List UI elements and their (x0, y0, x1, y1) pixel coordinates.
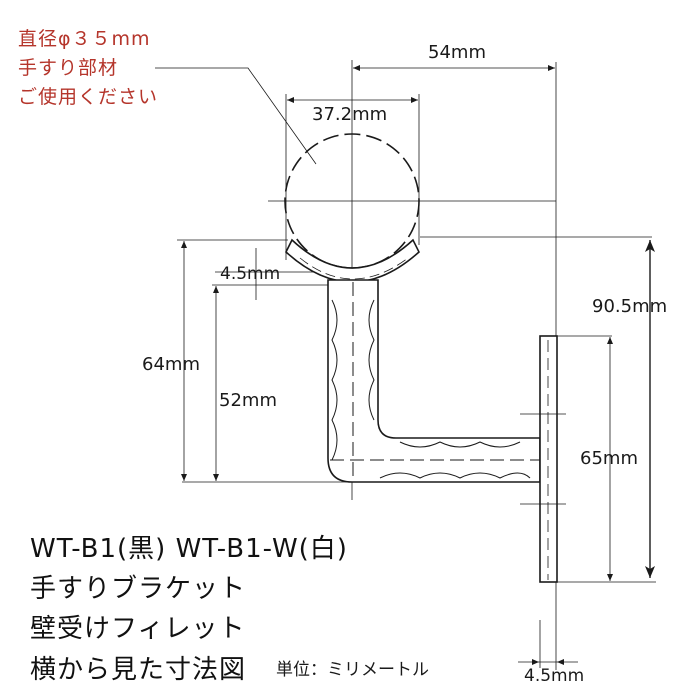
product-subtitle-line: 壁受けフィレット (30, 614, 246, 644)
dim-54-label: 54mm (428, 42, 486, 63)
bracket-arm (327, 279, 541, 483)
model-title: WT-B1(黒) WT-B1-W(白) (30, 534, 348, 564)
dim-90-5-label: 90.5mm (592, 296, 668, 317)
dim-52-label: 52mm (219, 390, 277, 411)
unit-note: 単位：ミリメートル (276, 660, 429, 680)
dim-65-label: 65mm (580, 448, 638, 469)
product-name-line: 手すりブラケット (30, 574, 247, 604)
pipe-diameter-note-line2: 手すり部材 (18, 57, 119, 79)
dim-4-5-gap-label: 4.5mm (220, 264, 281, 284)
dim-64-label: 64mm (142, 354, 200, 375)
wall-plate (539, 335, 558, 583)
pipe-diameter-note-line1: 直径φ３５mm (18, 28, 151, 50)
handrail-pipe-outline (284, 133, 420, 269)
drawing-caption-line: 横から見た寸法図 (30, 655, 247, 685)
pipe-diameter-note-line3: ご使用ください (18, 86, 159, 108)
arm-texture (330, 282, 540, 480)
dim-37-2-label: 37.2mm (312, 104, 388, 125)
saddle-cup (285, 238, 420, 283)
dimension-lines (181, 65, 613, 665)
dim-plate-thickness-label: 4.5mm (524, 666, 585, 686)
